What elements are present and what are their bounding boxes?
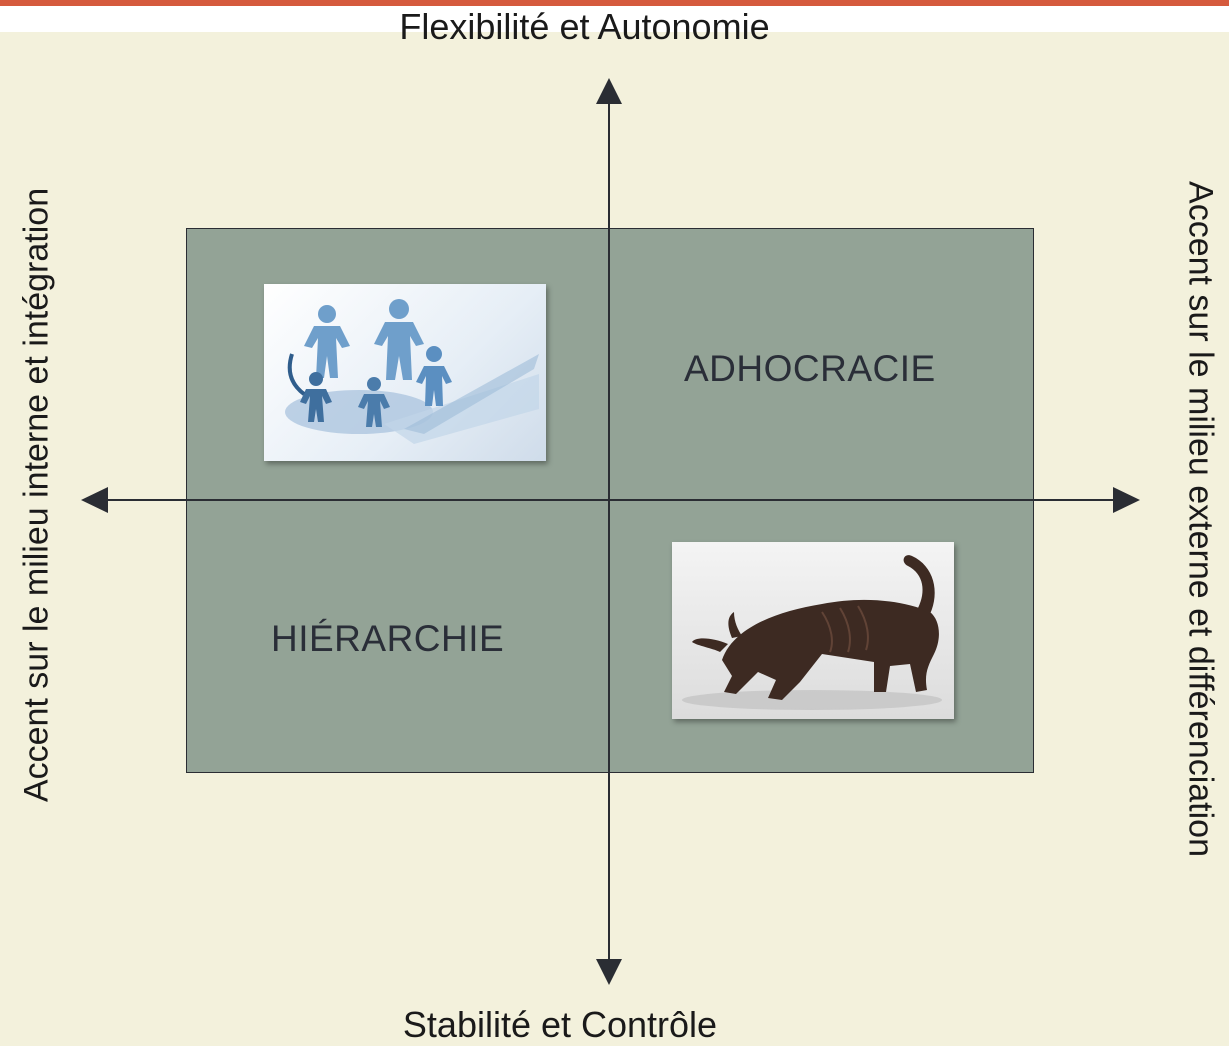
arrow-up-icon	[596, 78, 622, 104]
quadrant-label-adhocracie: ADHOCRACIE	[684, 348, 936, 389]
accent-bar	[0, 0, 1229, 6]
axis-label-bottom: Stabilité et Contrôle	[402, 1004, 718, 1045]
arrow-down-icon	[596, 959, 622, 985]
bull-icon	[682, 555, 942, 710]
paper-people-circle-image	[264, 284, 546, 461]
quadrant-label-hierarchie: HIÉRARCHIE	[271, 618, 505, 659]
header-band	[0, 6, 1229, 32]
arrow-right-icon	[1113, 487, 1140, 513]
axis-label-top: Flexibilité et Autonomie	[399, 6, 770, 47]
arrow-left-icon	[81, 487, 108, 513]
bronze-bull-image	[672, 542, 954, 719]
paper-people-circle-icon	[285, 299, 539, 444]
